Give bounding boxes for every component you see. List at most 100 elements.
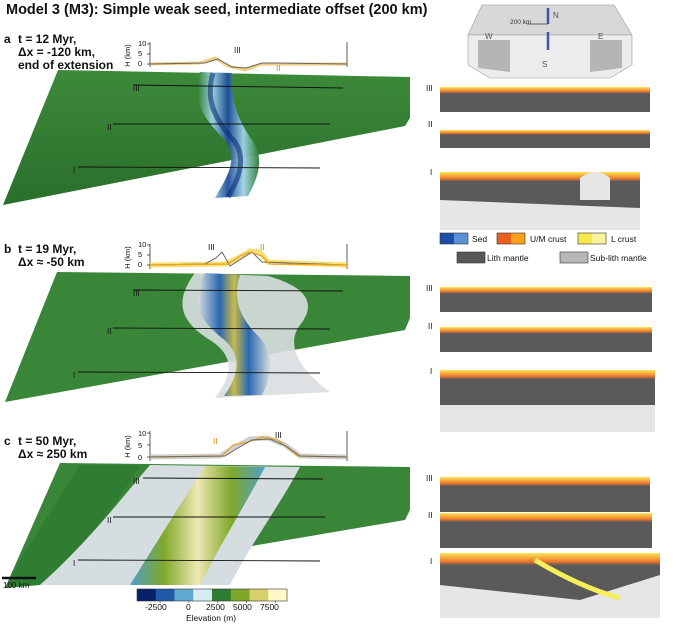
map-a-label-iii: III — [133, 84, 140, 93]
colorbar-tick: -2500 — [145, 602, 167, 612]
section-line-iii — [132, 289, 344, 292]
panel-letter: a — [4, 32, 11, 46]
profile-c-label-ii: II — [213, 437, 218, 446]
map-a — [3, 70, 410, 205]
panel-a-label: a t = 12 Myr, Δx = -120 km, end of extens… — [4, 33, 113, 72]
orientation-south: S — [542, 60, 548, 69]
map-b — [5, 272, 410, 402]
panel-offset: Δx = -120 km, — [18, 45, 96, 59]
legend-swatch-border — [559, 251, 589, 264]
profile-ylabel: H (km) — [122, 44, 132, 67]
profile-b-label-ii: II — [260, 243, 265, 252]
section-line-ii — [112, 327, 331, 330]
profile-c — [147, 431, 348, 461]
cross-section-c — [440, 477, 660, 618]
colorbar-segment — [174, 589, 194, 601]
colorbar-segment — [212, 589, 232, 601]
profile-b-ylabel-wrap: H (km) — [122, 244, 136, 270]
legend-swatch-border — [577, 232, 607, 245]
map-a-label-i: I — [73, 166, 76, 175]
colorbar-segment — [137, 589, 157, 601]
tick-0: 0 — [138, 453, 143, 462]
xsec-c-label-ii: II — [428, 511, 433, 520]
orientation-north: N — [553, 11, 559, 20]
xsec-c-label-iii: III — [426, 474, 433, 483]
section-line-i — [77, 559, 321, 562]
panel-note: end of extension — [18, 58, 114, 72]
xsec-b-label-iii: III — [426, 284, 433, 293]
colorbar-tick: 7500 — [260, 602, 279, 612]
legend-label-lith-mantle: Lith mantle — [487, 253, 529, 263]
map-c-label-ii: II — [107, 516, 112, 525]
profile-ylabel: H (km) — [122, 246, 132, 269]
xsec-a-label-iii: III — [426, 84, 433, 93]
xsec-b-label-ii: II — [428, 322, 433, 331]
orientation-box — [467, 4, 633, 79]
panel-b-label: b t = 19 Myr, Δx ≈ -50 km — [4, 243, 85, 269]
map-a-label-ii: II — [107, 123, 112, 132]
profile-a-ylabel-wrap: H (km) — [122, 42, 136, 68]
map-c — [5, 463, 410, 588]
profile-a-ticks: 10 5 0 — [138, 39, 146, 69]
tick-10: 10 — [138, 429, 147, 438]
colorbar-segment — [268, 589, 288, 601]
panel-offset: Δx ≈ -50 km — [18, 255, 85, 269]
legend-label-sublith-mantle: Sub-lith mantle — [590, 253, 647, 263]
orientation-scale: 200 km — [510, 19, 532, 26]
colorbar-tick: 2500 — [206, 602, 225, 612]
profile-b-label-iii: III — [208, 243, 215, 252]
panel-letter: b — [4, 242, 12, 256]
colorbar-segment — [230, 589, 250, 601]
legend-swatch-border — [496, 232, 526, 245]
legend-swatch-border — [456, 251, 486, 264]
legend-label-l-crust: L crust — [611, 234, 637, 244]
panel-time: t = 12 Myr, — [18, 32, 77, 46]
orientation-east: E — [598, 32, 604, 41]
legend-label-sed: Sed — [472, 234, 488, 244]
legend-swatch-um-crust — [511, 233, 525, 244]
map-c-label-iii: III — [133, 477, 140, 486]
colorbar-label: Elevation (m) — [186, 613, 237, 623]
profile-a-label-iii: III — [234, 46, 241, 55]
colorbar-tick: 0 — [186, 602, 191, 612]
legend-swatch-lith-mantle — [457, 252, 485, 263]
legend-label-um-crust: U/M crust — [530, 234, 567, 244]
colorbar-segment — [193, 589, 213, 601]
profile-c-label-iii: III — [275, 431, 282, 440]
colorbar-tick: 5000 — [233, 602, 252, 612]
colorbar-border — [136, 588, 288, 602]
scale-bar-label: 100 km — [3, 581, 30, 590]
panel-offset: Δx ≈ 250 km — [18, 447, 88, 461]
tick-10: 10 — [138, 240, 147, 249]
legend-swatch-um-crust — [497, 233, 511, 244]
page-title: Model 3 (M3): Simple weak seed, intermed… — [6, 2, 428, 18]
orientation-west: W — [485, 32, 493, 41]
map-b-label-i: I — [73, 371, 76, 380]
colorbar-segment — [249, 589, 269, 601]
profile-b — [147, 244, 348, 269]
map-b-label-iii: III — [133, 289, 140, 298]
panel-time: t = 50 Myr, — [18, 434, 77, 448]
legend-swatches — [439, 232, 607, 264]
section-line-i — [77, 166, 321, 169]
cross-section-b — [440, 287, 655, 432]
map-c-label-i: I — [73, 559, 76, 568]
tick-5: 5 — [138, 250, 143, 259]
legend-swatch-l-crust — [592, 233, 606, 244]
xsec-a-label-ii: II — [428, 120, 433, 129]
profile-a — [147, 42, 348, 72]
legend-swatch-l-crust — [578, 233, 592, 244]
legend-swatch-border — [439, 232, 469, 245]
colorbar-segment — [155, 589, 175, 601]
panel-time: t = 19 Myr, — [18, 242, 77, 256]
map-b-label-ii: II — [107, 327, 112, 336]
profile-b-ticks: 10 5 0 — [138, 240, 146, 270]
legend-swatch-sed — [440, 233, 454, 244]
profile-a-label-ii: II — [276, 64, 281, 73]
profile-c-ylabel-wrap: H (km) — [123, 431, 136, 461]
section-line-i — [77, 371, 321, 374]
legend-swatch-sed — [454, 233, 468, 244]
tick-10: 10 — [138, 39, 147, 48]
